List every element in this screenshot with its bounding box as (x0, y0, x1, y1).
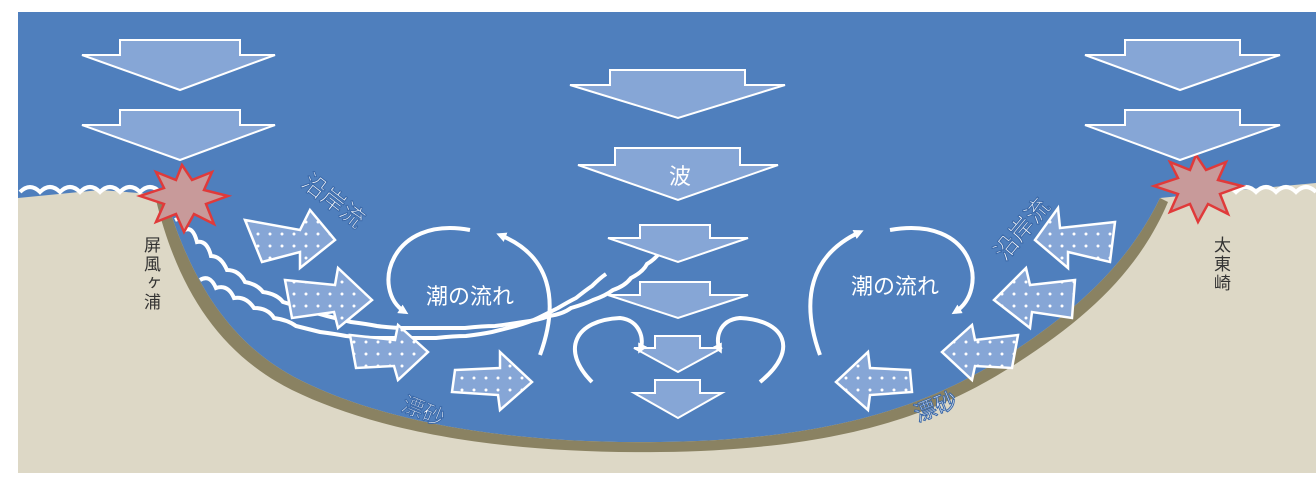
tidal-flow-label-right: 潮の流れ (851, 275, 939, 300)
place-label-left: 屏風ヶ浦 (140, 236, 161, 312)
place-label-right: 太東崎 (1210, 236, 1231, 293)
wave-label: 波 (669, 165, 691, 190)
tidal-flow-label-left: 潮の流れ (426, 285, 514, 310)
